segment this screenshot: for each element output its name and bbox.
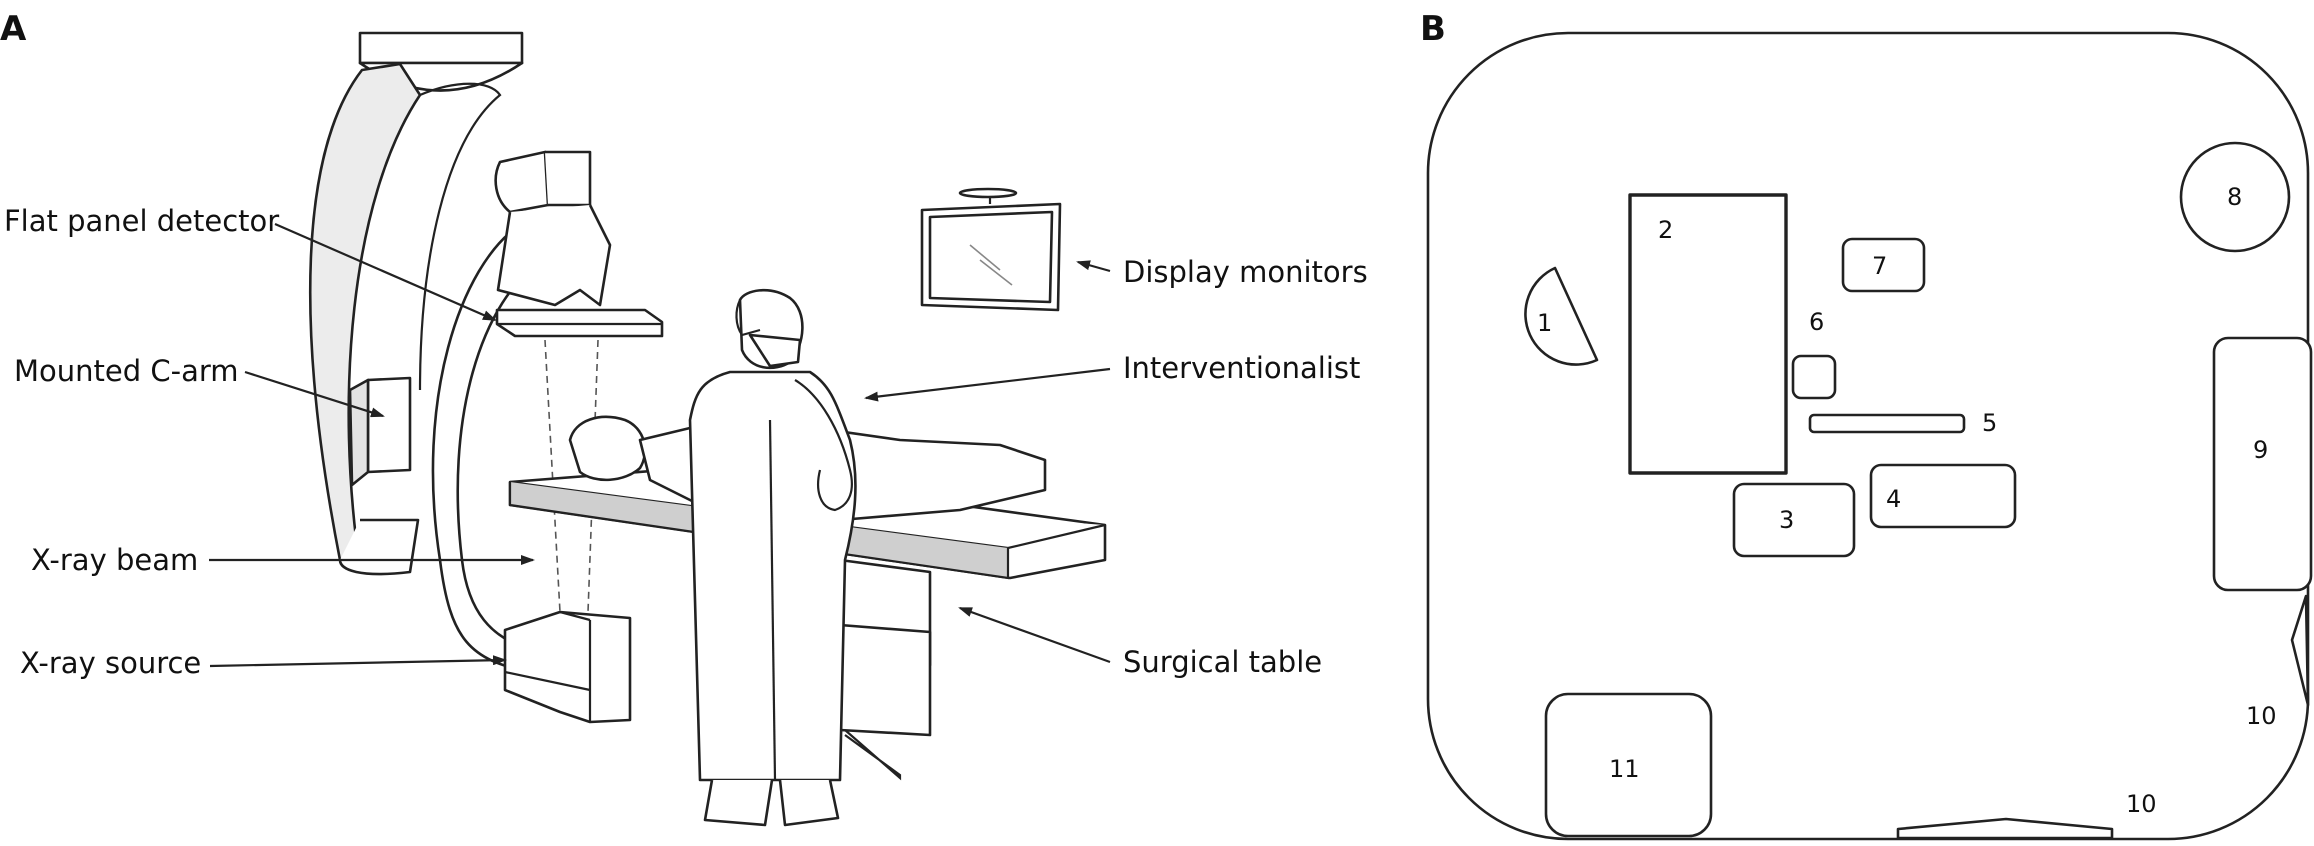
- panel-b: B 1 2 3 4 5 6 7 8 9 10 1: [1420, 9, 2313, 841]
- item-10-bottom-shape: [1896, 817, 2114, 840]
- item-7-number: 7: [1872, 252, 1887, 280]
- leader-flat-panel-detector: [274, 222, 497, 322]
- label-xray-source: X-ray source: [20, 646, 201, 680]
- item-1-number: 1: [1537, 309, 1552, 337]
- item-6-number: 6: [1809, 308, 1824, 336]
- leader-interventionalist: [864, 367, 1111, 402]
- leader-display-monitors: [1076, 260, 1111, 273]
- item-10-right-shape: [2290, 594, 2310, 707]
- leader-xray-source: [209, 655, 507, 668]
- label-surgical-table: Surgical table: [1123, 645, 1322, 679]
- label-display-monitors: Display monitors: [1123, 255, 1368, 289]
- leader-surgical-table: [958, 606, 1111, 664]
- item-2-number: 2: [1658, 216, 1673, 244]
- item-2-shape: [1628, 193, 1788, 475]
- item-10-bottom-number: 10: [2126, 790, 2157, 818]
- item-9-number: 9: [2253, 436, 2268, 464]
- item-11-number: 11: [1609, 755, 1640, 783]
- item-4-shape: [1869, 463, 2017, 529]
- item-10-right-number: 10: [2246, 702, 2277, 730]
- item-9-shape: [2212, 336, 2313, 592]
- item-3-number: 3: [1779, 506, 1794, 534]
- panel-a: A: [0, 9, 1368, 827]
- item-1-shape: [1524, 266, 1599, 366]
- item-11-shape: [1544, 692, 1713, 838]
- item-5-number: 5: [1982, 409, 1997, 437]
- leader-mounted-c-arm: [244, 370, 385, 418]
- item-8-number: 8: [2227, 183, 2242, 211]
- item-6-shape: [1791, 354, 1837, 400]
- item-4-number: 4: [1886, 485, 1901, 513]
- label-interventionalist: Interventionalist: [1123, 351, 1360, 385]
- label-mounted-c-arm: Mounted C-arm: [14, 354, 239, 388]
- item-7-shape: [1841, 237, 1926, 293]
- label-flat-panel-detector: Flat panel detector: [4, 204, 279, 238]
- item-3-shape: [1732, 482, 1856, 558]
- panel-a-letter: A: [0, 9, 27, 49]
- ceiling-mount-illustration: [308, 31, 524, 576]
- label-xray-beam: X-ray beam: [31, 543, 198, 577]
- display-monitor-illustration: [920, 187, 1062, 312]
- item-5-shape: [1808, 413, 1966, 434]
- panel-b-letter: B: [1420, 9, 1446, 49]
- item-8-shape: [2179, 141, 2291, 253]
- interventionalist-illustration: [688, 288, 857, 827]
